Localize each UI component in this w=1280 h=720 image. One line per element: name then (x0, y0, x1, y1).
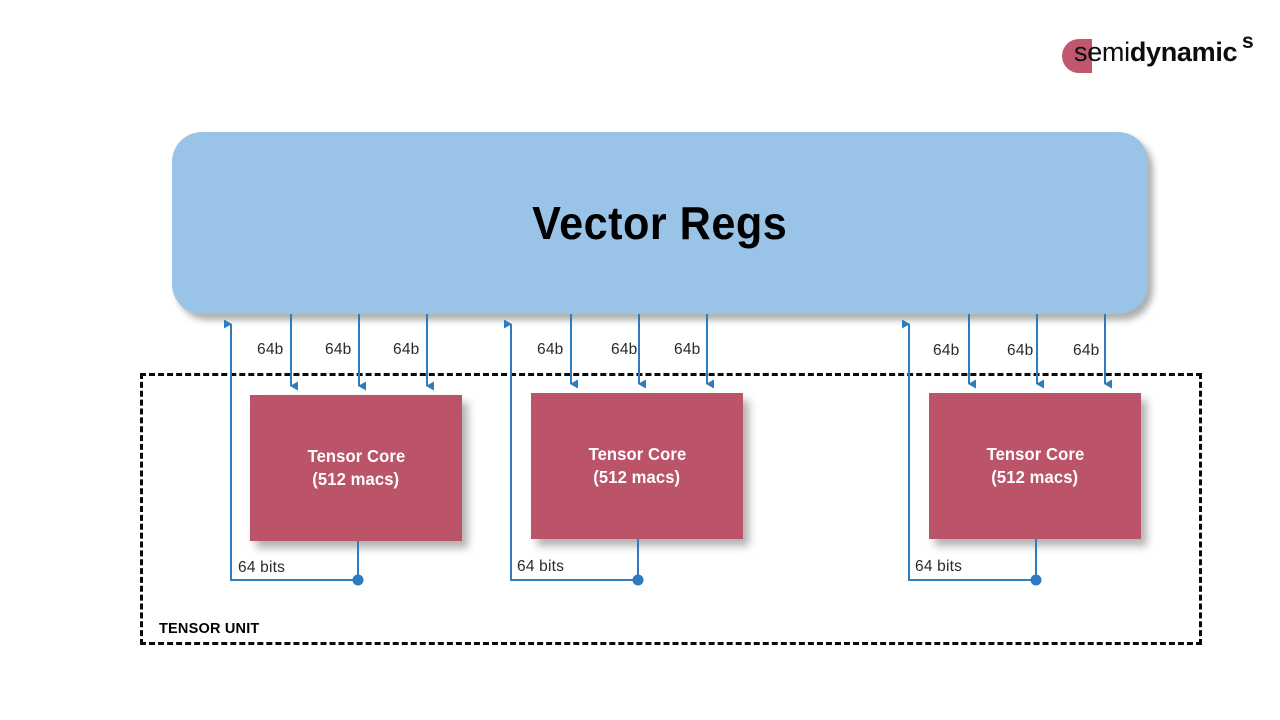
wire-width-label: 64b (325, 341, 352, 358)
wire-width-label: 64b (611, 341, 638, 358)
tensor-unit-label: TENSOR UNIT (159, 621, 260, 637)
wire-width-label: 64b (1073, 342, 1100, 359)
logo-bold-text: dynamic (1129, 37, 1238, 67)
tensor-core-title: Tensor Core (307, 446, 405, 466)
wire-width-label: 64b (1007, 342, 1034, 359)
tensor-core-subtitle: (512 macs) (312, 469, 400, 489)
output-width-label: 64 bits (238, 559, 286, 576)
tensor-core-title: Tensor Core (588, 444, 686, 464)
tensor-core-block: Tensor Core (512 macs) (531, 393, 743, 539)
vector-regs-block: Vector Regs (172, 132, 1148, 314)
semidynamics-logo: semidynamic s (1062, 30, 1262, 84)
tensor-core-block: Tensor Core (512 macs) (929, 393, 1141, 539)
wire-width-label: 64b (257, 341, 284, 358)
tensor-core-subtitle: (512 macs) (991, 467, 1079, 487)
wire-width-label: 64b (674, 341, 701, 358)
logo-superscript-text: s (1242, 30, 1254, 53)
tensor-unit-region (140, 373, 1202, 645)
output-width-label: 64 bits (517, 558, 565, 575)
output-width-label: 64 bits (915, 558, 963, 575)
vector-regs-label: Vector Regs (532, 197, 788, 249)
tensor-core-block: Tensor Core (512 macs) (250, 395, 462, 541)
logo-wordmark: semidynamic (1074, 37, 1238, 68)
wire-width-label: 64b (933, 342, 960, 359)
logo-prefix-text: semi (1074, 37, 1130, 67)
wire-width-label: 64b (537, 341, 564, 358)
logo-semicircle-icon (1062, 39, 1092, 73)
wire-width-label: 64b (393, 341, 420, 358)
tensor-core-subtitle: (512 macs) (593, 467, 681, 487)
tensor-core-title: Tensor Core (986, 444, 1084, 464)
